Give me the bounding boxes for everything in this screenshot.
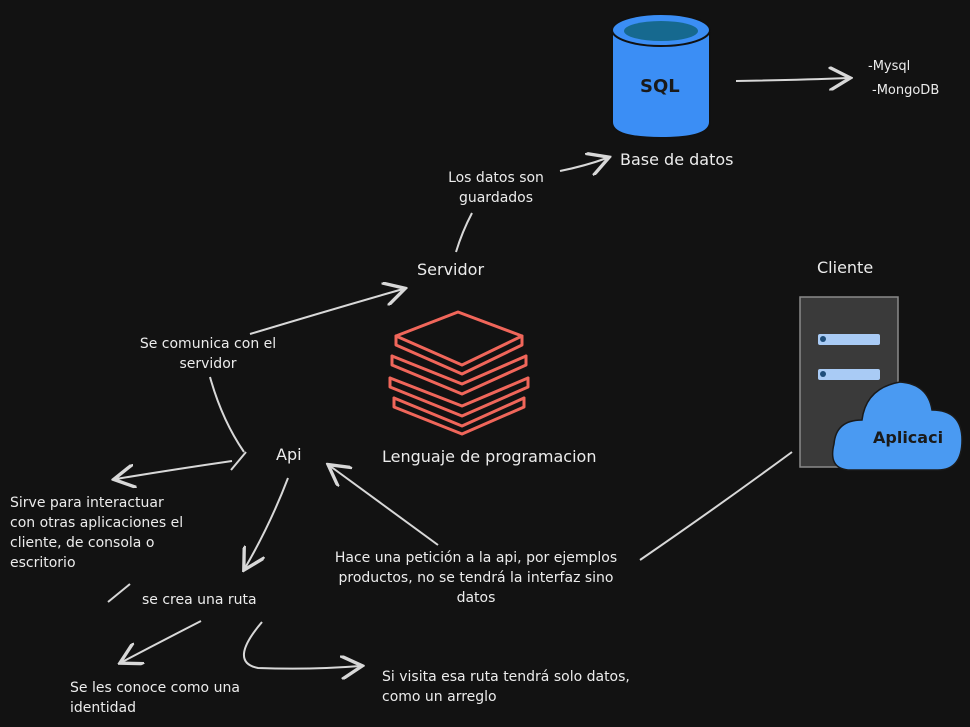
- line-cliente-to-peticion: [639, 451, 793, 561]
- solo-datos-line-2: como un arreglo: [382, 689, 497, 705]
- aplicacion-label: Aplicaci: [873, 428, 944, 447]
- solo-datos-label: Si visita esa ruta tendrá solo datos, co…: [382, 667, 630, 707]
- servidor-label: Servidor: [417, 260, 485, 279]
- sirve-para-label: Sirve para interactuar con otras aplicac…: [10, 493, 183, 573]
- database-icon: [611, 13, 711, 140]
- peticion-line-2: productos, no se tendrá la interfaz sino: [338, 570, 614, 586]
- books-icon: [388, 310, 530, 436]
- sql-label: SQL: [640, 76, 680, 97]
- peticion-label: Hace una petición a la api, por ejemplos…: [306, 548, 646, 608]
- arrow-api-to-sirve: [116, 460, 233, 479]
- cloud-icon: [831, 381, 963, 471]
- peticion-line-1: Hace una petición a la api, por ejemplos: [334, 550, 618, 566]
- tick-mark: [230, 451, 247, 471]
- se-comunica-line-1: Se comunica con el: [139, 336, 277, 352]
- se-comunica-label: Se comunica con el servidor: [126, 334, 290, 374]
- identidad-label: Se les conoce como una identidad: [70, 678, 240, 718]
- datos-guardados-label: Los datos son guardados: [426, 168, 566, 208]
- solo-datos-line-1: Si visita esa ruta tendrá solo datos,: [382, 669, 630, 685]
- lenguaje-label: Lenguaje de programacion: [382, 447, 597, 466]
- arrow-peticion-to-api: [330, 466, 439, 546]
- identidad-line-2: identidad: [70, 700, 136, 716]
- arrow-to-servidor: [249, 289, 403, 335]
- line-api-to-comunica: [209, 376, 245, 453]
- se-comunica-line-2: servidor: [179, 356, 237, 372]
- identidad-line-1: Se les conoce como una: [70, 680, 240, 696]
- datos-guardados-line-1: Los datos son: [448, 170, 544, 186]
- arrow-api-to-ruta: [245, 477, 289, 568]
- cliente-label: Cliente: [817, 258, 874, 277]
- arrow-ruta-to-solo-datos: [242, 621, 360, 669]
- peticion-line-3: datos: [456, 590, 496, 606]
- sirve-para-line-1: Sirve para interactuar: [10, 495, 164, 511]
- sirve-para-line-3: cliente, de consola o: [10, 535, 155, 551]
- api-label: Api: [276, 445, 302, 464]
- arrow-to-database: [559, 158, 607, 171]
- db-list-item-mongodb: -MongoDB: [872, 83, 940, 98]
- base-datos-label: Base de datos: [620, 150, 734, 169]
- ruta-label: se crea una ruta: [142, 592, 257, 608]
- sirve-para-line-4: escritorio: [10, 555, 76, 571]
- arrow-ruta-to-identidad: [122, 620, 202, 662]
- datos-guardados-line-2: guardados: [458, 190, 534, 206]
- db-list-item-mysql: -Mysql: [868, 59, 911, 74]
- dash-mark: [107, 583, 131, 603]
- arrow-sql-to-list: [735, 78, 848, 81]
- sirve-para-line-2: con otras aplicaciones el: [10, 515, 184, 531]
- line-servidor-to-label: [455, 212, 473, 253]
